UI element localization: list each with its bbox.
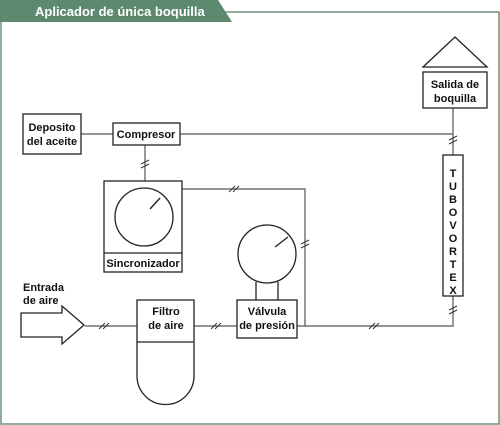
vortex-letter: T: [450, 259, 457, 271]
nozzle-outlet-label-line2: boquilla: [434, 93, 477, 105]
line-valve-vortex: [297, 296, 454, 327]
title-tab: [0, 0, 232, 22]
synchronizer-label: Sincronizador: [106, 258, 180, 270]
nozzle-roof-triangle: [421, 36, 489, 68]
air-filter-label-line1: Filtro: [152, 306, 180, 318]
oil-tank-label-line2: del aceite: [27, 136, 77, 148]
air-inlet-label-line2: de aire: [23, 295, 58, 307]
synchronizer-unit: Sincronizador: [103, 180, 183, 273]
line-break-marks: [98, 135, 458, 330]
air-inlet-arrow-icon: [20, 304, 85, 346]
pressure-valve-label-line1: Válvula: [248, 306, 287, 318]
nozzle-outlet-unit: Salida de boquilla: [421, 36, 489, 109]
diagram-title: Aplicador de única boquilla: [35, 4, 206, 19]
air-filter-label-line2: de aire: [148, 320, 183, 332]
pressure-valve-gauge-needle: [274, 236, 289, 248]
vortex-letter: V: [449, 220, 457, 232]
vortex-tube: T U B O V O R T E X: [442, 154, 464, 297]
pressure-valve-label-line2: de presión: [239, 320, 295, 332]
outer-border: [0, 11, 500, 425]
line-synchronizer-valve: [182, 188, 306, 326]
compressor-box: Compresor: [112, 122, 181, 146]
oil-tank-label-line1: Deposito: [28, 122, 75, 134]
vortex-letter: T: [450, 168, 457, 180]
vortex-letter: X: [449, 285, 457, 297]
vortex-letter: B: [449, 194, 457, 206]
air-inlet: Entrada de aire: [20, 282, 85, 346]
nozzle-outlet-label-line1: Salida de: [431, 79, 479, 91]
vortex-letter: O: [449, 207, 458, 219]
compressor-label: Compresor: [117, 129, 176, 141]
oil-tank-box: Deposito del aceite: [22, 113, 82, 155]
pressure-valve-unit: Válvula de presión: [236, 224, 298, 339]
air-filter-unit: Filtro de aire: [136, 299, 195, 406]
synchronizer-gauge-dial: [114, 187, 174, 247]
vortex-letter: E: [449, 272, 456, 284]
air-inlet-label-line1: Entrada: [23, 282, 65, 294]
vortex-letter: R: [449, 246, 457, 258]
vortex-letter: U: [449, 181, 457, 193]
synchronizer-gauge-needle: [149, 197, 161, 210]
pressure-valve-gauge-dial: [237, 224, 297, 284]
vortex-letter: O: [449, 233, 458, 245]
